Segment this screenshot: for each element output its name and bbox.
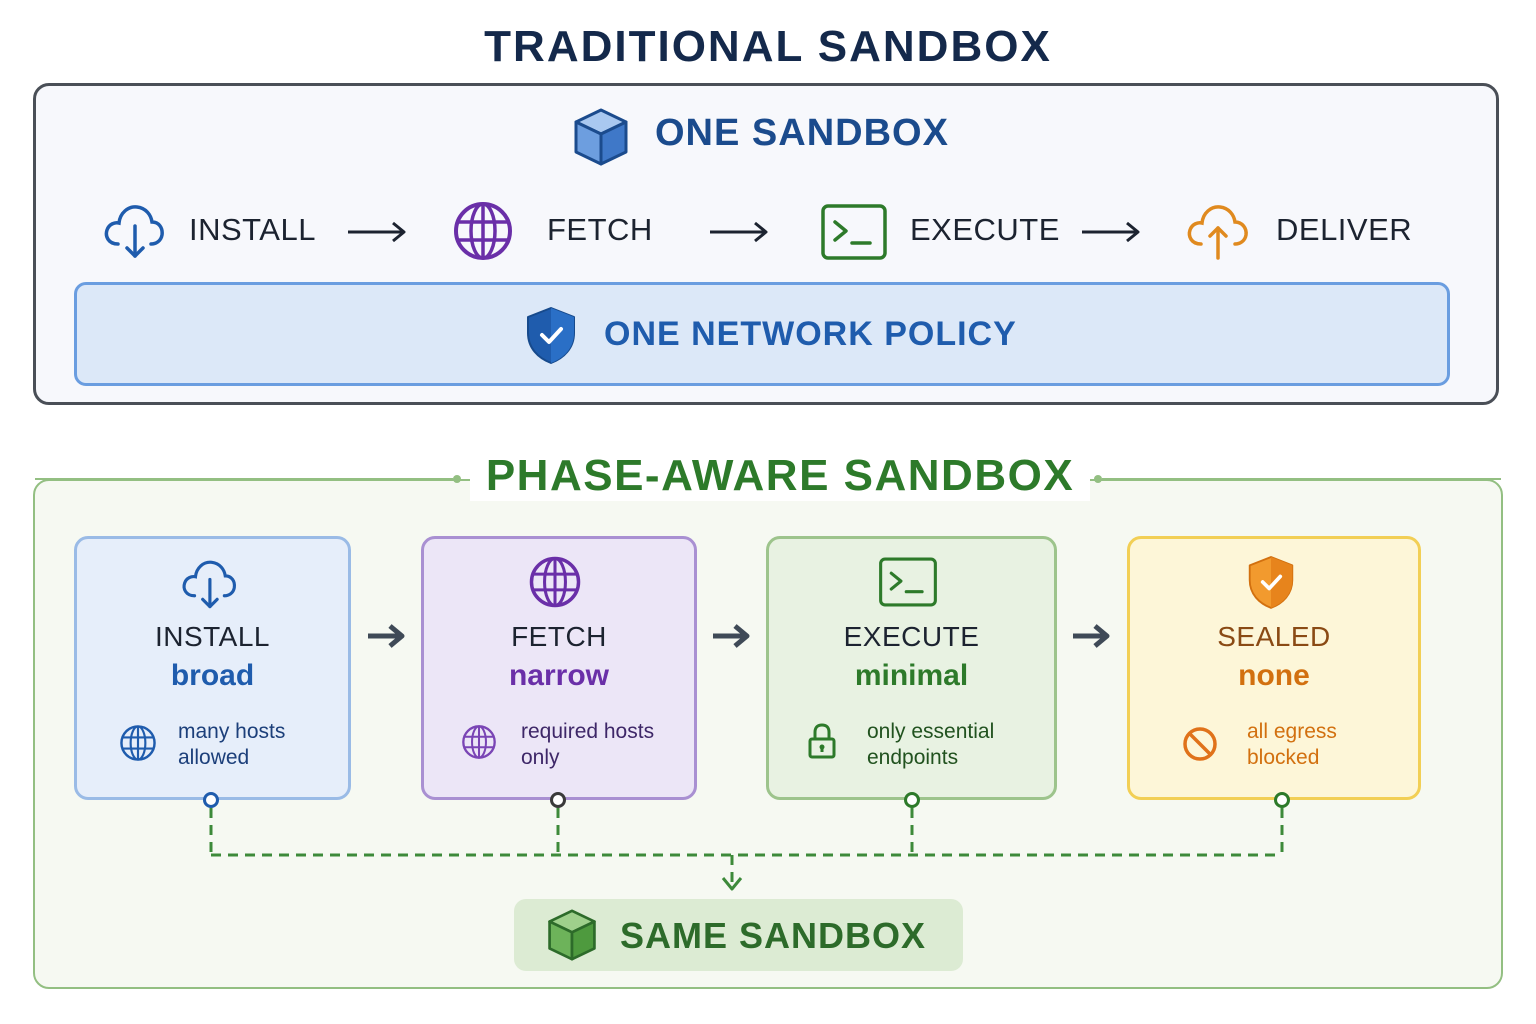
phase-sealed-name: SEALED [1217,621,1331,652]
traditional-title: TRADITIONAL SANDBOX [484,22,1052,71]
step-execute-label: EXECUTE [910,212,1060,247]
phase-execute-level: minimal [854,659,969,692]
arrow-right-icon [713,624,750,648]
shield-check-icon [527,307,575,364]
phase-fetch-name: FETCH [511,621,607,652]
phase-sealed-level: none [1238,659,1310,692]
globe-icon [462,725,496,759]
title-divider [35,475,1501,483]
phase-install-level: broad [170,659,255,692]
globe-icon [529,556,581,608]
phase-sealed-desc: all egress blocked [1247,720,1337,769]
one-sandbox-label: ONE SANDBOX [655,112,949,154]
step-deliver-label: DELIVER [1276,212,1413,247]
globe-icon [454,202,512,260]
arrow-right-icon [348,221,406,243]
cloud-download-icon [104,205,164,258]
phase-fetch-desc: required hosts only [521,720,655,769]
phase-fetch-level: narrow [508,659,610,692]
terminal-icon [821,204,887,260]
phase-install-desc: many hosts allowed [178,720,286,769]
arrow-right-icon [1073,624,1110,648]
terminal-icon [879,557,937,607]
phase-install-name: INSTALL [154,621,271,652]
cloud-upload-icon [1187,205,1248,260]
same-sandbox-label: SAME SANDBOX [620,915,927,956]
step-install-label: INSTALL [189,212,316,247]
phase-card-fetch [421,536,697,800]
prohibited-icon [1183,727,1217,761]
shield-check-icon [1248,556,1294,609]
network-policy-box [74,282,1450,386]
arrow-right-icon [710,221,768,243]
arrow-right-icon [1082,221,1140,243]
cube-icon [548,909,596,961]
arrow-right-icon [368,624,405,648]
network-policy-label: ONE NETWORK POLICY [604,315,1017,353]
phase-aware-title: PHASE-AWARE SANDBOX [470,451,1090,501]
lock-icon [808,723,836,759]
globe-icon [120,725,156,761]
step-fetch-label: FETCH [547,212,653,247]
phase-execute-name: EXECUTE [843,621,980,652]
cloud-download-icon [182,560,236,609]
cube-icon [574,108,628,166]
phase-execute-desc: only essential endpoints [867,720,995,769]
